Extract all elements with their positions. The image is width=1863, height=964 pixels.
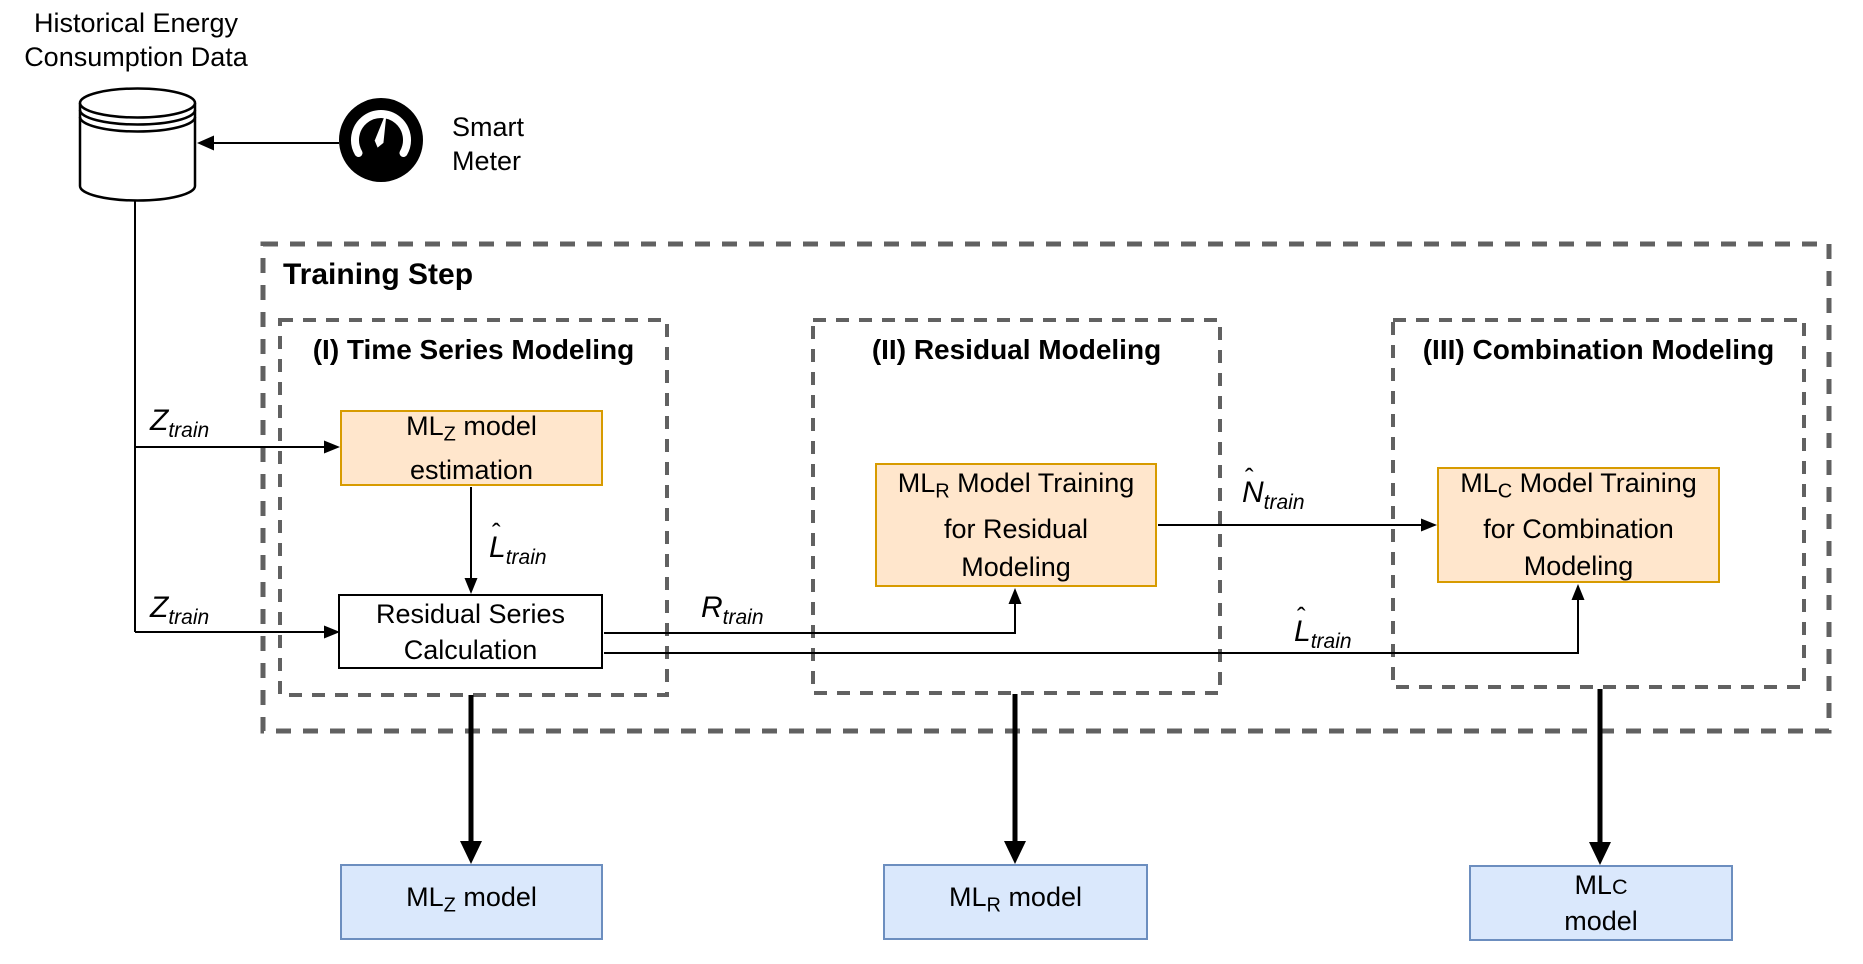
box-line: MLC <box>1574 870 1628 900</box>
mlc-model-box: MLC model <box>1469 865 1733 941</box>
box-line: Residual Series <box>375 598 566 629</box>
box-line: Modeling <box>961 552 1071 583</box>
section1-title: (I) Time Series Modeling <box>312 334 635 365</box>
gauge-meter-icon <box>339 98 423 182</box>
box-line: MLR model <box>949 882 1082 917</box>
mlr-model-box: MLR model <box>883 864 1148 940</box>
training-step-title: Training Step <box>283 258 474 291</box>
box-line: MLZ model <box>406 410 537 446</box>
mlz-model-box: MLZ model <box>340 864 603 940</box>
box-line: MLC Model Training <box>1460 468 1697 503</box>
section3-title: (III) Combination Modeling <box>1422 334 1775 365</box>
arrowheads <box>197 135 1611 865</box>
box-line: estimation <box>409 455 534 486</box>
box-line: for Combination <box>1483 513 1674 544</box>
smart-meter-label: Smart Meter <box>452 112 525 176</box>
historical-data-label: Historical Energy Consumption Data <box>24 8 248 72</box>
label-z-train-bottom: Ztrain <box>150 591 210 629</box>
label-r-train: Rtrain <box>701 591 764 629</box>
box-line: for Residual <box>943 514 1089 545</box>
section2-title: (II) Residual Modeling <box>871 334 1162 365</box>
residual-series-calculation-box: Residual Series Calculation <box>338 594 603 669</box>
training-step-dashed-box <box>260 241 1832 734</box>
box-line: Modeling <box>1523 550 1634 581</box>
label-z-train-top: Ztrain <box>150 404 210 442</box>
mlr-training-box: MLR Model Training for Residual Modeling <box>875 463 1157 587</box>
box-line: MLR Model Training <box>897 467 1135 503</box>
mlc-training-box: MLC Model Training for Combination Model… <box>1437 467 1720 583</box>
database-cylinder-icon <box>78 87 197 202</box>
mlz-estimation-box: MLZ model estimation <box>340 410 603 486</box>
box-line: Calculation <box>403 634 538 665</box>
box-line: model <box>1564 906 1638 936</box>
box-line: MLZ model <box>406 882 537 917</box>
thick-connectors <box>468 689 1603 844</box>
thin-connectors <box>134 142 1579 654</box>
